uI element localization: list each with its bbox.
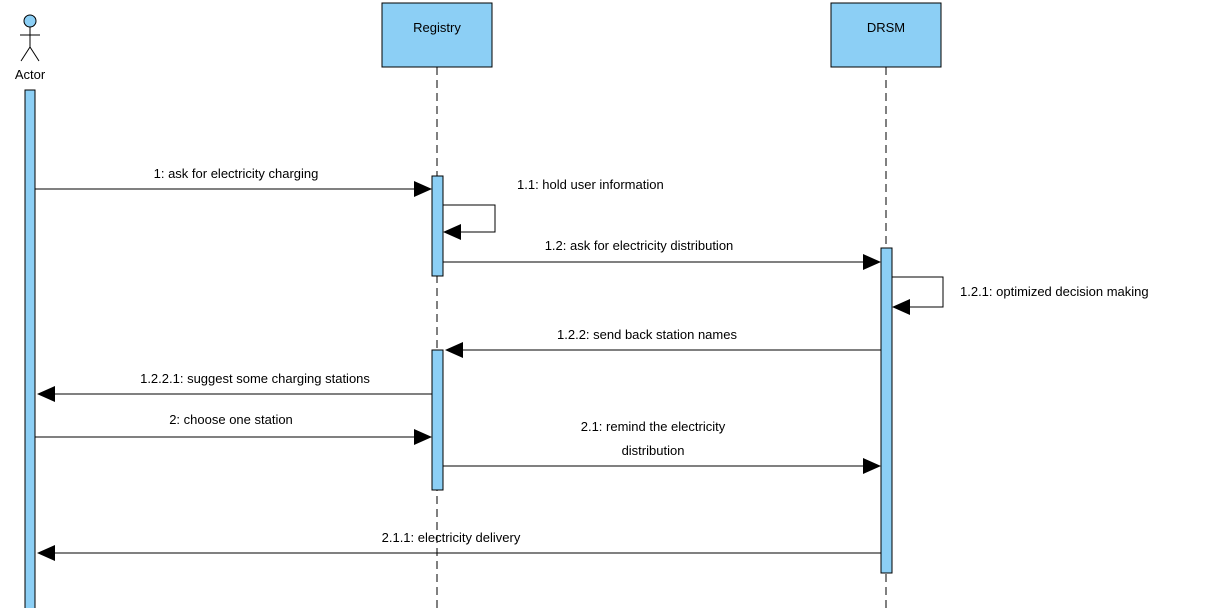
message-label: 1.1: hold user information bbox=[517, 177, 664, 192]
message-label: 2: choose one station bbox=[169, 412, 293, 427]
arrowhead-icon bbox=[414, 429, 432, 445]
arrowhead-icon bbox=[863, 254, 881, 270]
message-1-2-2-1: 1.2.2.1: suggest some charging stations bbox=[37, 371, 432, 402]
actor-icon bbox=[20, 14, 40, 62]
drsm-header-box bbox=[830, 2, 942, 68]
registry-header-box bbox=[381, 2, 493, 68]
arrowhead-icon bbox=[37, 386, 55, 402]
arrowhead-icon bbox=[37, 545, 55, 561]
message-label: 1.2.1: optimized decision making bbox=[960, 284, 1149, 299]
actor-name: Actor bbox=[15, 67, 46, 82]
registry-name: Registry bbox=[413, 20, 461, 35]
arrowhead-icon bbox=[414, 181, 432, 197]
arrowhead-icon bbox=[445, 342, 463, 358]
actor-activation-bar bbox=[24, 89, 36, 608]
message-label: 1.2.2.1: suggest some charging stations bbox=[140, 371, 370, 386]
registry-activation-bar-2 bbox=[431, 349, 444, 491]
message-label-line-2: distribution bbox=[622, 443, 685, 458]
drsm-activation-bar bbox=[880, 247, 893, 574]
arrowhead-icon bbox=[892, 299, 910, 315]
message-label: 1.2: ask for electricity distribution bbox=[545, 238, 734, 253]
message-2-1-1: 2.1.1: electricity delivery bbox=[37, 530, 881, 561]
registry-lifeline: Registry bbox=[381, 2, 493, 608]
message-1-2: 1.2: ask for electricity distribution bbox=[443, 238, 881, 270]
arrowhead-icon bbox=[863, 458, 881, 474]
message-1-2-2: 1.2.2: send back station names bbox=[445, 327, 881, 358]
message-label: 1.2.2: send back station names bbox=[557, 327, 737, 342]
drsm-name: DRSM bbox=[867, 20, 905, 35]
arrowhead-icon bbox=[443, 224, 461, 240]
message-1-2-1: 1.2.1: optimized decision making bbox=[892, 276, 1149, 315]
drsm-lifeline: DRSM bbox=[830, 2, 942, 608]
actor-lifeline: Actor bbox=[15, 14, 46, 608]
message-1: 1: ask for electricity charging bbox=[35, 166, 432, 197]
message-2-1: 2.1: remind the electricity distribution bbox=[443, 419, 881, 474]
message-label: 2.1.1: electricity delivery bbox=[382, 530, 521, 545]
message-label: 1: ask for electricity charging bbox=[154, 166, 319, 181]
message-label-line-1: 2.1: remind the electricity bbox=[581, 419, 726, 434]
message-1-1: 1.1: hold user information bbox=[443, 177, 664, 240]
registry-activation-bar-1 bbox=[431, 175, 444, 277]
message-2: 2: choose one station bbox=[35, 412, 432, 445]
